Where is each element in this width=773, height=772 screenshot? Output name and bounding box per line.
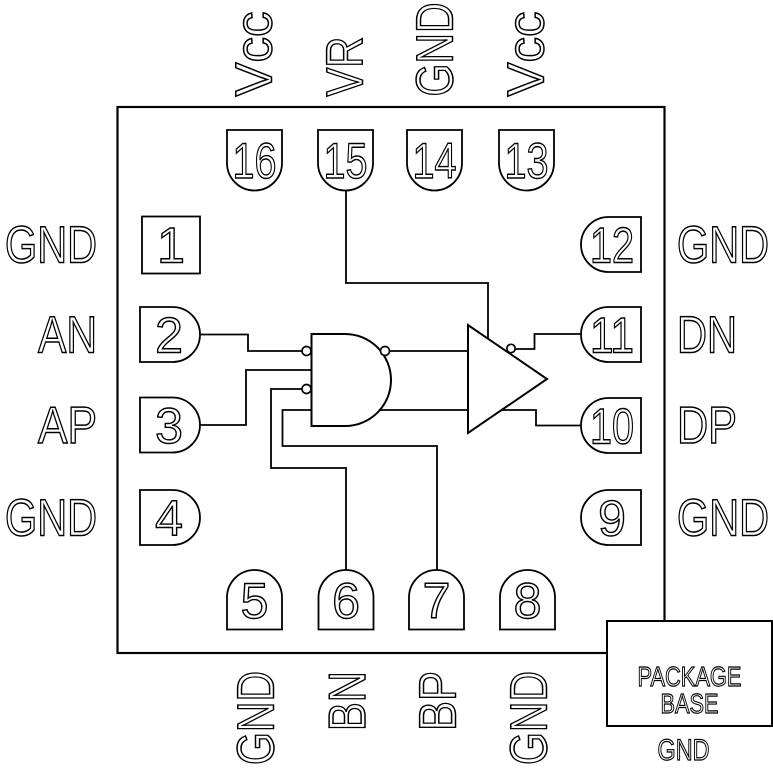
- pin-10-shape: [580, 397, 642, 454]
- pin-7: 7: [408, 569, 465, 631]
- wire-dn-pin11: [515, 333, 583, 350]
- pin-2-shape: [139, 306, 201, 363]
- pin-13-number: 13: [505, 133, 549, 189]
- pin-12: 12: [580, 216, 642, 274]
- pin-13: 13: [498, 129, 555, 192]
- and-gate-symbol: [310, 333, 392, 427]
- pin-11-label: DN: [677, 307, 737, 365]
- pin-14-label: GND: [407, 3, 465, 97]
- pin-8-label: GND: [501, 671, 559, 765]
- pin-16: 16: [226, 129, 283, 192]
- pin-14-shape: [406, 129, 463, 192]
- pin-7-number: 7: [423, 573, 451, 629]
- pin-10-number: 10: [590, 399, 634, 455]
- chip-outline: [116, 105, 666, 655]
- wire-ap-pin3: [200, 369, 311, 426]
- pin-8-number: 8: [514, 573, 542, 629]
- pin-11: 11: [580, 306, 642, 364]
- pin-16-number: 16: [233, 133, 277, 189]
- pin-2-label: AN: [38, 307, 97, 365]
- pin-13-label: Vcc: [498, 12, 556, 97]
- package-base-ground-label: GND: [658, 734, 710, 767]
- pin-9-label: GND: [677, 490, 769, 548]
- pin-1-number: 1: [157, 218, 185, 274]
- pin-5: 5: [226, 569, 283, 631]
- pin-12-number: 12: [590, 218, 634, 274]
- wire-vr-pin15: [345, 189, 489, 338]
- pin-2-number: 2: [155, 308, 183, 364]
- pin-9-shape: [580, 489, 642, 546]
- pin-6-label: BN: [319, 671, 377, 731]
- inversion-bubble-buffer-output: [505, 343, 517, 354]
- inversion-bubble-input-an: [301, 345, 312, 357]
- wire-bn-pin6: [270, 388, 347, 570]
- pin-4-number: 4: [155, 491, 183, 547]
- pin-11-shape: [580, 306, 642, 363]
- pin-4-label: GND: [5, 490, 97, 548]
- pin-8: 8: [499, 569, 556, 631]
- pin-6-number: 6: [332, 573, 360, 629]
- pin-9: 9: [580, 489, 642, 547]
- pin-4: 4: [139, 489, 201, 547]
- pin-9-number: 9: [598, 491, 626, 547]
- pin-7-label: BP: [410, 671, 468, 731]
- pin-1-shape: [141, 215, 201, 275]
- pin-6: 6: [317, 569, 375, 631]
- pin-8-shape: [499, 569, 556, 631]
- pin-4-shape: [139, 489, 201, 546]
- package-base-title-line2: BASE: [661, 688, 719, 719]
- pin-11-number: 11: [590, 308, 634, 364]
- pin-10-label: DP: [677, 397, 737, 455]
- wire-bp-pin7: [281, 409, 438, 570]
- pin-5-number: 5: [241, 573, 269, 629]
- pin-3-shape: [139, 396, 201, 454]
- pin-1-label: GND: [5, 217, 97, 275]
- pin-13-shape: [498, 129, 555, 192]
- pin-16-label: Vcc: [226, 12, 284, 97]
- inversion-bubble-input-bn: [301, 383, 312, 395]
- pin-1: 1: [141, 215, 201, 275]
- wire-dp-pin10: [501, 409, 583, 427]
- pin-14-number: 14: [413, 133, 457, 189]
- pin-5-label: GND: [228, 671, 286, 765]
- pin-16-shape: [226, 129, 283, 192]
- pin-14: 14: [406, 129, 463, 192]
- pin-15: 15: [317, 129, 374, 192]
- pin-15-shape: [317, 129, 374, 192]
- pin-3-number: 3: [155, 398, 183, 454]
- pin-15-number: 15: [324, 133, 368, 189]
- pin-12-label: GND: [677, 217, 769, 275]
- pin-7-shape: [408, 569, 465, 631]
- pin-12-shape: [580, 216, 642, 273]
- package-base-title-line1: PACKAGE: [638, 661, 742, 692]
- inversion-bubble-gate-output: [379, 345, 391, 357]
- wire-an-pin2: [200, 333, 302, 352]
- pin-10: 10: [580, 397, 642, 455]
- pin-3: 3: [139, 396, 201, 455]
- pin-3-label: AP: [38, 397, 97, 455]
- pin-5-shape: [226, 569, 283, 631]
- pin-15-label: VR: [317, 37, 375, 97]
- pin-2: 2: [139, 306, 201, 364]
- package-base-box: [606, 620, 773, 727]
- pin-6-shape: [317, 569, 375, 631]
